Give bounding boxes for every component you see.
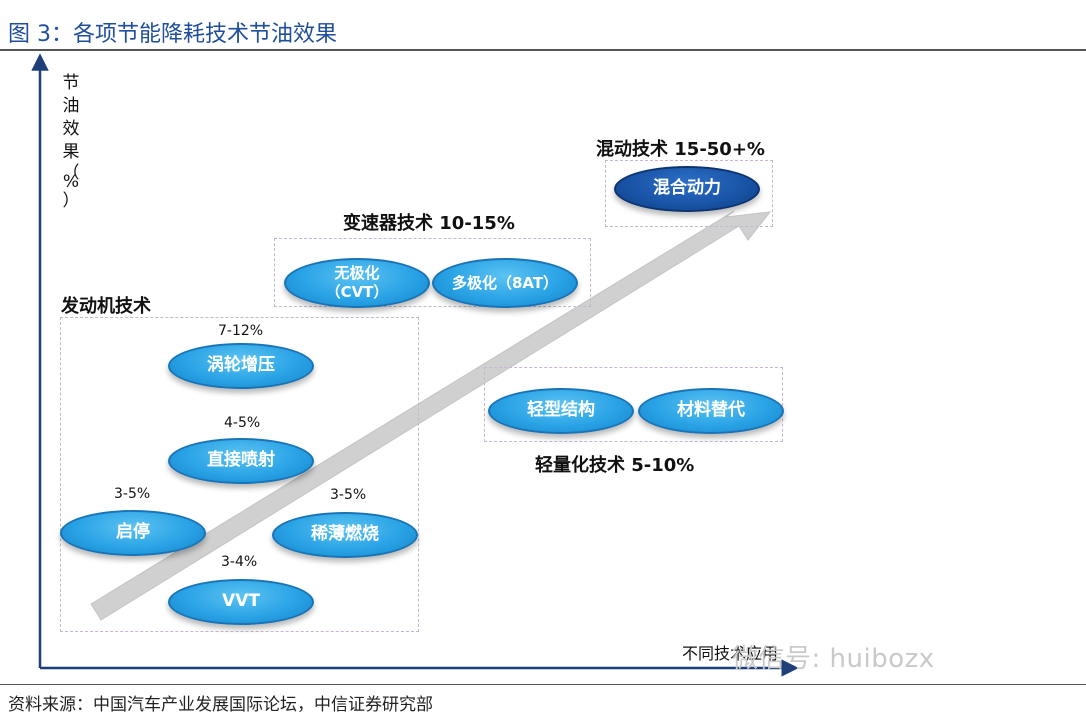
title-rule <box>0 49 1086 51</box>
multi-speed-bubble: 多极化（8AT） <box>432 258 578 308</box>
transmission-group-box <box>274 238 591 307</box>
y-label-char: ） <box>62 191 80 211</box>
engine-group-box <box>60 317 419 632</box>
engine-group-label: 发动机技术 <box>61 296 151 317</box>
turbo-pct: 7-12% <box>218 323 264 339</box>
transmission-group-label: 变速器技术 10-15% <box>343 213 515 234</box>
bottom-rule <box>0 684 1086 685</box>
lean-burn-pct: 3-5% <box>330 487 367 503</box>
hybrid-power-bubble: 混合动力 <box>614 166 760 212</box>
watermark: 微信号: huibozx <box>732 644 935 674</box>
source-note: 资料来源：中国汽车产业发展国际论坛，中信证券研究部 <box>8 695 433 715</box>
cvt-bubble: 无极化 （CVT） <box>284 258 430 308</box>
y-label-char: （ <box>62 163 80 183</box>
direct-injection-bubble: 直接喷射 <box>168 438 314 484</box>
lean-burn-bubble: 稀薄燃烧 <box>272 512 418 558</box>
y-label-char: 油 <box>62 96 80 116</box>
lightweight-group-box <box>484 367 783 442</box>
hybrid-group-box <box>605 160 773 227</box>
y-label-char: % <box>62 172 80 192</box>
direct-injection-pct: 4-5% <box>224 415 261 431</box>
y-label-char: 果 <box>62 142 80 162</box>
vvt-pct: 3-4% <box>221 554 258 570</box>
light-structure-bubble: 轻型结构 <box>488 388 634 434</box>
vvt-bubble: VVT <box>168 579 314 625</box>
x-axis-label: 不同技术应用 <box>682 644 779 663</box>
hybrid-group-label: 混动技术 15-50+% <box>596 139 765 160</box>
y-label-char: 效 <box>62 119 80 139</box>
figure-title: 图 3：各项节能降耗技术节油效果 <box>8 22 337 47</box>
y-label-char: 节 <box>62 73 80 93</box>
material-substitution-bubble: 材料替代 <box>638 388 784 434</box>
lightweight-group-label: 轻量化技术 5-10% <box>535 455 695 476</box>
turbo-bubble: 涡轮增压 <box>168 343 314 389</box>
start-stop-bubble: 启停 <box>60 510 206 556</box>
start-stop-pct: 3-5% <box>114 486 151 502</box>
